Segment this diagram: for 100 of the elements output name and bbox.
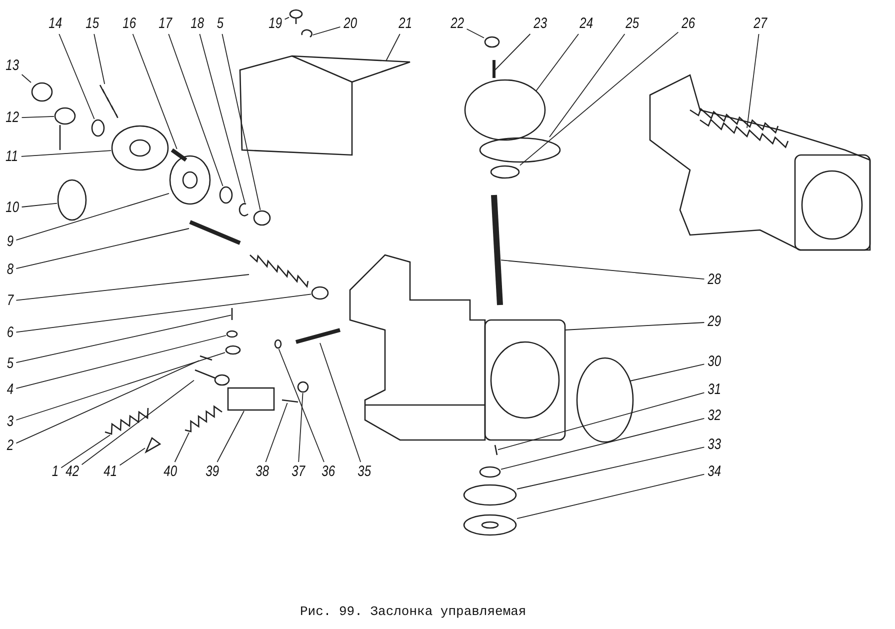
- callout-number: 5: [216, 16, 224, 32]
- leader-line: [16, 360, 200, 444]
- callout-number: 34: [707, 464, 721, 480]
- leader-line: [16, 294, 312, 333]
- callout-number: 16: [122, 16, 136, 32]
- leader-line: [16, 192, 170, 241]
- flange-drawing: [463, 514, 517, 536]
- damper-assembly-drawing: [649, 74, 871, 251]
- washer-drawing: [479, 466, 501, 478]
- screw-drawing: [289, 9, 303, 24]
- leader-line: [20, 150, 112, 157]
- callout-number: 27: [753, 16, 767, 32]
- cone-drawing: [144, 436, 162, 454]
- fitting-drawing: [54, 107, 76, 150]
- callout-number: 19: [268, 16, 282, 32]
- callout-number: 24: [579, 16, 593, 32]
- dial-disc-drawing: [464, 79, 546, 141]
- screw-drawing: [297, 381, 309, 393]
- flange-drawing: [111, 125, 169, 171]
- leader-line: [16, 228, 190, 270]
- washer-drawing: [219, 186, 233, 204]
- callout-number: 7: [6, 293, 14, 309]
- pin-drawing: [189, 220, 241, 245]
- callout-number: 20: [343, 16, 357, 32]
- callout-number: 26: [681, 16, 695, 32]
- nut-drawing: [484, 36, 500, 48]
- callout-number: 30: [707, 354, 721, 370]
- pin-drawing: [200, 355, 212, 361]
- leader-line: [60, 434, 111, 468]
- leader-line: [21, 116, 54, 118]
- leader-line: [466, 28, 484, 38]
- callout-number: 13: [5, 58, 19, 74]
- callout-number: 31: [707, 382, 721, 398]
- callout-number: 32: [707, 408, 721, 424]
- callout-number: 41: [103, 464, 117, 480]
- callout-number: 10: [5, 200, 19, 216]
- cover-plate-drawing: [239, 55, 411, 156]
- washer-drawing: [91, 119, 105, 137]
- callout-number: 21: [398, 16, 412, 32]
- leader-line: [265, 402, 288, 462]
- leader-line: [549, 34, 626, 138]
- callout-number: 29: [707, 314, 721, 330]
- leader-line: [564, 322, 705, 330]
- leader-line: [500, 260, 705, 280]
- callout-number: 6: [6, 325, 14, 341]
- callout-number: 35: [357, 464, 371, 480]
- bearing-drawing: [490, 165, 520, 179]
- stud-drawing: [99, 84, 118, 119]
- leader-line: [81, 380, 194, 466]
- callout-number: 42: [65, 464, 79, 480]
- shaft-drawing: [491, 194, 503, 306]
- callout-number: 8: [6, 262, 14, 278]
- leader-line: [21, 74, 32, 83]
- pin-drawing: [494, 444, 498, 456]
- callout-number: 28: [707, 272, 721, 288]
- callout-number: 11: [6, 149, 18, 165]
- leader-line: [516, 446, 705, 490]
- pin-drawing: [295, 328, 341, 344]
- figure-caption: Рис. 99. Заслонка управляемая: [300, 604, 526, 619]
- housing-drawing: [349, 254, 566, 441]
- callout-number: 17: [158, 16, 172, 32]
- callout-number: 22: [450, 16, 464, 32]
- leader-line: [500, 418, 705, 470]
- gasket-drawing: [463, 484, 517, 506]
- leader-line: [320, 342, 362, 462]
- callout-number: 23: [533, 16, 547, 32]
- callout-number: 9: [6, 234, 14, 250]
- nut-drawing: [31, 82, 53, 102]
- leader-line: [21, 202, 58, 208]
- callout-number: 25: [625, 16, 639, 32]
- spring-drawing: [184, 405, 222, 432]
- leader-line: [119, 448, 146, 466]
- retaining-ring-drawing: [301, 29, 312, 38]
- leader-line: [16, 352, 226, 420]
- leader-line: [94, 34, 106, 84]
- leader-line: [16, 335, 226, 389]
- spring-drawing: [104, 408, 149, 435]
- callout-number: 18: [190, 16, 204, 32]
- leader-line: [222, 34, 261, 210]
- bolt-drawing: [250, 254, 309, 288]
- leader-line: [16, 314, 232, 364]
- callout-number: 3: [6, 414, 14, 430]
- washer-drawing: [226, 330, 238, 338]
- callout-number: 1: [52, 464, 58, 480]
- leader-line: [278, 348, 324, 462]
- leader-line: [298, 392, 304, 462]
- callout-number: 5: [6, 356, 14, 372]
- leader-line: [58, 34, 95, 120]
- callout-number: 15: [85, 16, 99, 32]
- plate-drawing: [479, 137, 561, 163]
- leader-line: [16, 274, 250, 301]
- washer-drawing: [225, 345, 241, 355]
- block-drawing: [227, 387, 275, 411]
- pin-drawing: [492, 60, 496, 78]
- callout-number: 37: [291, 464, 305, 480]
- leader-line: [132, 34, 178, 150]
- bolt-drawing: [170, 148, 188, 162]
- callout-number: 14: [48, 16, 62, 32]
- leader-line: [494, 34, 531, 70]
- damper-disc-drawing: [576, 357, 634, 443]
